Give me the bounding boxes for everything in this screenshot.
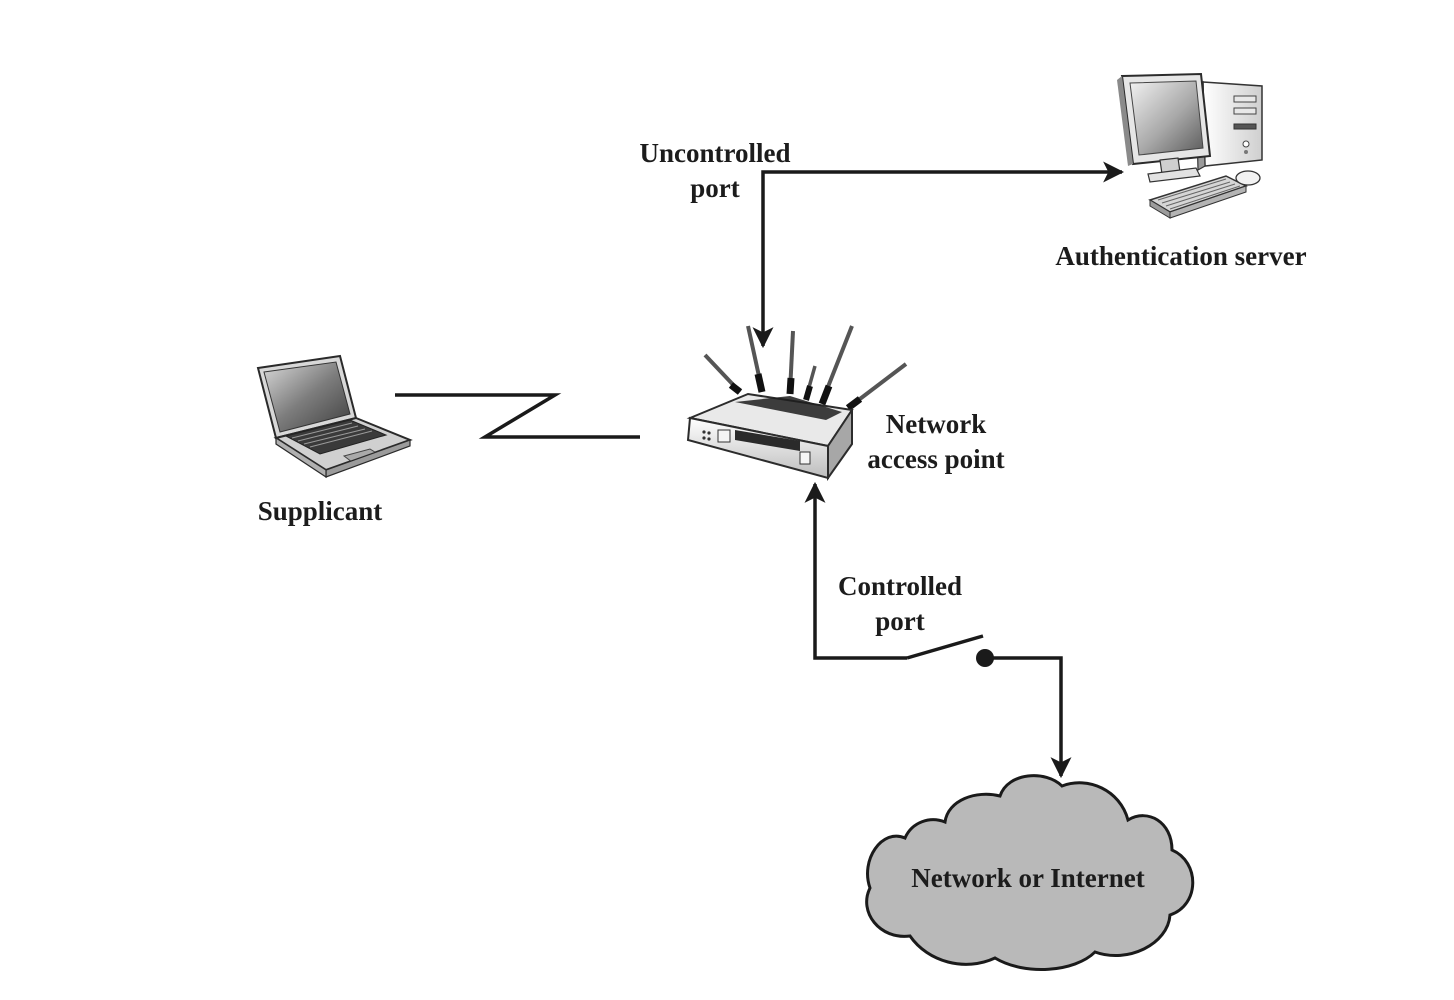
wireless-router-icon	[686, 325, 908, 482]
network-link-line	[985, 656, 1072, 779]
network-access-point-label-line2: access point	[867, 444, 1004, 474]
network-access-point-label-line1: Network	[886, 409, 986, 439]
cloud-icon	[865, 774, 1195, 971]
laptop-icon	[256, 354, 413, 479]
uncontrolled-port-line	[752, 161, 1125, 349]
wireless-link	[395, 393, 640, 439]
controlled-port-label-line1: Controlled	[838, 571, 962, 601]
controlled-port-switch	[906, 634, 984, 660]
uncontrolled-port-label-line1: Uncontrolled	[639, 138, 790, 168]
controlled-port-label-line2: port	[875, 606, 925, 636]
network-or-internet-label: Network or Internet	[911, 863, 1144, 893]
supplicant-label: Supplicant	[258, 496, 383, 526]
controlled-port-line	[804, 481, 907, 660]
uncontrolled-port-label-line2: port	[690, 173, 740, 203]
authentication-server-label: Authentication server	[1055, 241, 1306, 271]
desktop-computer-icon	[1117, 72, 1263, 219]
